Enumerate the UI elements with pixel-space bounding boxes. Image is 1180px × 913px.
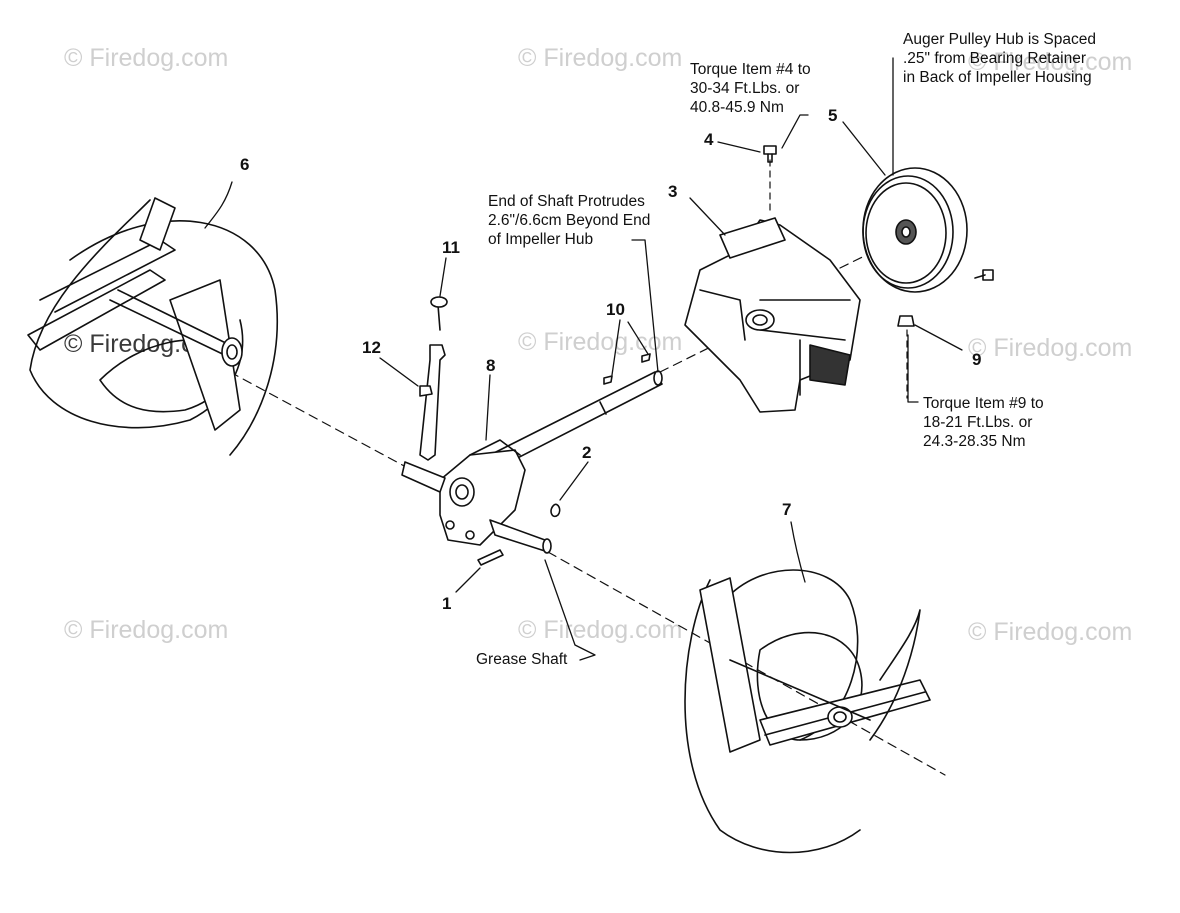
note-end-of-shaft: End of Shaft Protrudes 2.6"/6.6cm Beyond… (488, 193, 651, 248)
watermark: © Firedog.com (518, 44, 683, 72)
callout-10: 10 (606, 300, 625, 319)
watermark: © Firedog.com (968, 48, 1133, 76)
note-torque-item-9: Torque Item #9 to 18-21 Ft.Lbs. or 24.3-… (923, 395, 1044, 450)
gearbox (401, 439, 552, 554)
note-grease-shaft: Grease Shaft (476, 651, 568, 668)
watermark: © Firedog.com (518, 616, 683, 644)
shift-rod (419, 296, 448, 461)
callout-6: 6 (240, 155, 250, 174)
impeller-housing (684, 217, 861, 413)
note-torque-item-4: Torque Item #4 to 30-34 Ft.Lbs. or 40.8-… (690, 61, 811, 116)
watermark: © Firedog.com (968, 618, 1133, 646)
callout-3: 3 (668, 182, 678, 201)
callout-8: 8 (486, 356, 496, 375)
watermark: © Firedog.com (968, 334, 1133, 362)
callout-12: 12 (362, 338, 381, 357)
bolt-item-9 (897, 269, 994, 327)
callout-2: 2 (582, 443, 592, 462)
callout-11: 11 (442, 238, 460, 257)
callout-9: 9 (972, 350, 982, 369)
auger-pulley (862, 167, 968, 293)
bolt-item-4 (763, 145, 777, 163)
callout-4: 4 (704, 130, 714, 149)
callout-5: 5 (828, 106, 838, 125)
right-auger (684, 569, 931, 854)
left-auger (27, 197, 279, 456)
watermark: © Firedog.com (64, 44, 229, 72)
watermark: © Firedog.com (64, 616, 229, 644)
callout-7: 7 (782, 500, 792, 519)
callout-1: 1 (442, 594, 452, 613)
note-auger-pulley-hub: Auger Pulley Hub is Spaced .25" from Bea… (903, 31, 1097, 86)
